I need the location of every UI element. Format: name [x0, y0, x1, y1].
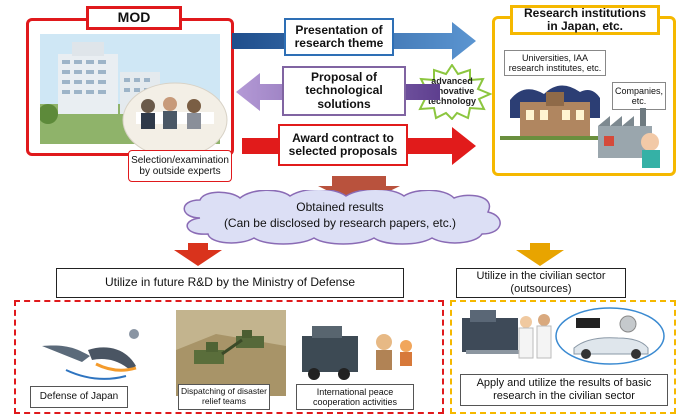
meeting-photo — [122, 82, 228, 158]
award-label: Award contract to selected proposals — [278, 124, 408, 166]
companies-label: Companies, etc. — [612, 82, 666, 110]
future-rd-header: Utilize in future R&D by the Ministry of… — [56, 268, 404, 298]
disaster-relief-image — [176, 310, 286, 396]
defense-image — [36, 314, 156, 398]
universities-label: Universities, IAA research institutes, e… — [504, 50, 606, 76]
cloud-line1: Obtained results — [296, 200, 384, 215]
item-defense-of-japan: Defense of Japan — [30, 386, 128, 408]
results-cloud — [183, 190, 501, 245]
research-title: Research institutions in Japan, etc. — [510, 5, 660, 35]
badge-label: advanced innovative technology — [427, 76, 476, 106]
presentation-label: Presentation of research theme — [284, 18, 394, 56]
civilian-illustration — [462, 307, 665, 365]
arrow-to-future-rd — [174, 243, 222, 266]
civilian-header-line2: (outsources) — [510, 283, 572, 296]
cloud-line2: (Can be disclosed by research papers, et… — [223, 216, 457, 231]
future-rd-panel — [14, 300, 444, 414]
peace-cooperation-image — [296, 312, 426, 396]
mod-caption: Selection/examination by outside experts — [128, 150, 232, 182]
arrow-to-civilian — [516, 243, 564, 266]
civilian-panel — [450, 300, 676, 414]
research-illustration — [500, 85, 660, 168]
civilian-header-line1: Utilize in the civilian sector — [476, 270, 606, 283]
proposal-label: Proposal of technological solutions — [282, 66, 406, 116]
item-peace-cooperation: International peace cooperation activiti… — [296, 384, 414, 410]
innovation-badge — [412, 64, 492, 120]
civilian-caption: Apply and utilize the results of basic r… — [460, 374, 668, 406]
mod-title: MOD — [86, 6, 182, 30]
item-disaster-relief: Dispatching of disaster relief teams — [178, 384, 270, 410]
civilian-header — [456, 268, 626, 298]
